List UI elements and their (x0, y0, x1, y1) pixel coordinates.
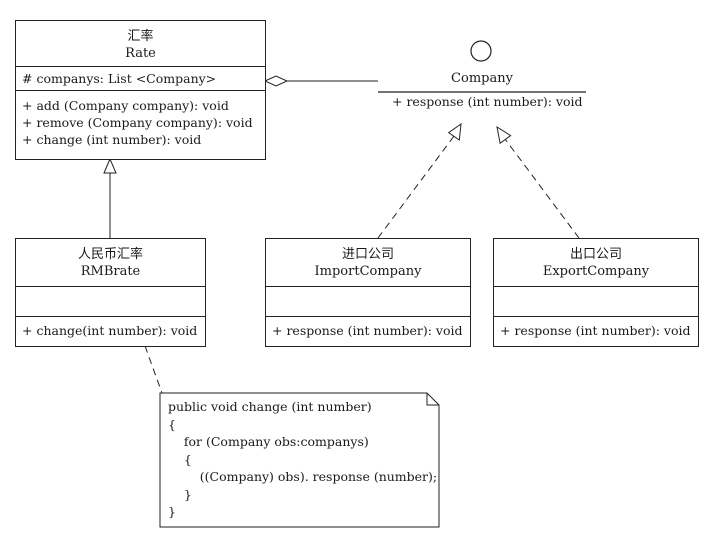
code-note: public void change (int number) { for (C… (168, 398, 437, 521)
class-import-company-name: ImportCompany (314, 264, 422, 279)
note-anchor-line (144, 345, 163, 394)
generalization-connector (103, 157, 117, 238)
class-rate-operation: + add (Company company): void (22, 98, 229, 113)
class-rate-attributes: # companys: List <Company> (16, 66, 265, 90)
class-rmbrate-name-section: 人民币汇率 RMBrate (16, 239, 205, 286)
code-note-line: ((Company) obs). response (number); (168, 469, 438, 484)
note-shape (159, 392, 440, 528)
class-rate-name: Rate (125, 46, 156, 61)
class-export-company-cn-name: 出口公司 (569, 247, 622, 262)
class-rmbrate-name: RMBrate (80, 264, 141, 279)
realization-arrowhead-import (447, 122, 462, 141)
class-import-company-operation: + response (int number): void (272, 323, 463, 338)
class-rate-operations: + add (Company company): void + remove (… (16, 90, 265, 148)
class-rmbrate-attributes (16, 286, 205, 316)
class-rate-operation: + remove (Company company): void (22, 115, 253, 130)
class-rmbrate-cn-name: 人民币汇率 (77, 247, 143, 262)
class-import-company: 进口公司 ImportCompany + response (int numbe… (265, 238, 471, 347)
aggregation-diamond (263, 75, 289, 87)
class-rate-operation: + change (int number): void (22, 132, 202, 147)
class-rate-name-section: 汇率 Rate (16, 21, 265, 66)
class-rate-cn-name: 汇率 (127, 29, 154, 44)
code-note-line: { (168, 451, 192, 467)
interface-circle-icon (470, 40, 492, 62)
class-import-company-cn-name: 进口公司 (341, 247, 394, 262)
aggregation-connector (263, 75, 378, 87)
code-note-line: } (168, 504, 176, 519)
class-export-company-name-section: 出口公司 ExportCompany (494, 239, 698, 286)
class-export-company-operations: + response (int number): void (494, 316, 698, 339)
class-rmbrate-operations: + change(int number): void (16, 316, 205, 339)
realization-arrowhead-export (496, 125, 512, 145)
class-import-company-attributes (266, 286, 470, 316)
code-note-line: { (168, 416, 176, 432)
class-rate-attribute: # companys: List <Company> (22, 71, 217, 86)
generalization-arrowhead (103, 157, 117, 174)
realization-line-import (377, 135, 455, 239)
class-rate: 汇率 Rate # companys: List <Company> + add… (15, 20, 266, 160)
realization-connector-export (496, 125, 580, 239)
class-rmbrate-operation: + change(int number): void (22, 323, 198, 338)
interface-company-name: Company (451, 71, 513, 86)
realization-line-export (504, 138, 580, 239)
class-import-company-operations: + response (int number): void (266, 316, 470, 339)
class-import-company-name-section: 进口公司 ImportCompany (266, 239, 470, 286)
code-note-line: for (Company obs:companys) (168, 434, 369, 449)
code-note-line: } (168, 486, 192, 502)
class-export-company-operation: + response (int number): void (500, 323, 691, 338)
interface-company-operation: + response (int number): void (392, 94, 583, 109)
class-rmbrate: 人民币汇率 RMBrate + change(int number): void (15, 238, 206, 347)
code-note-line: public void change (int number) (168, 399, 372, 414)
class-export-company-attributes (494, 286, 698, 316)
class-export-company-name: ExportCompany (542, 264, 650, 279)
realization-connector-import (377, 122, 462, 239)
class-export-company: 出口公司 ExportCompany + response (int numbe… (493, 238, 699, 347)
